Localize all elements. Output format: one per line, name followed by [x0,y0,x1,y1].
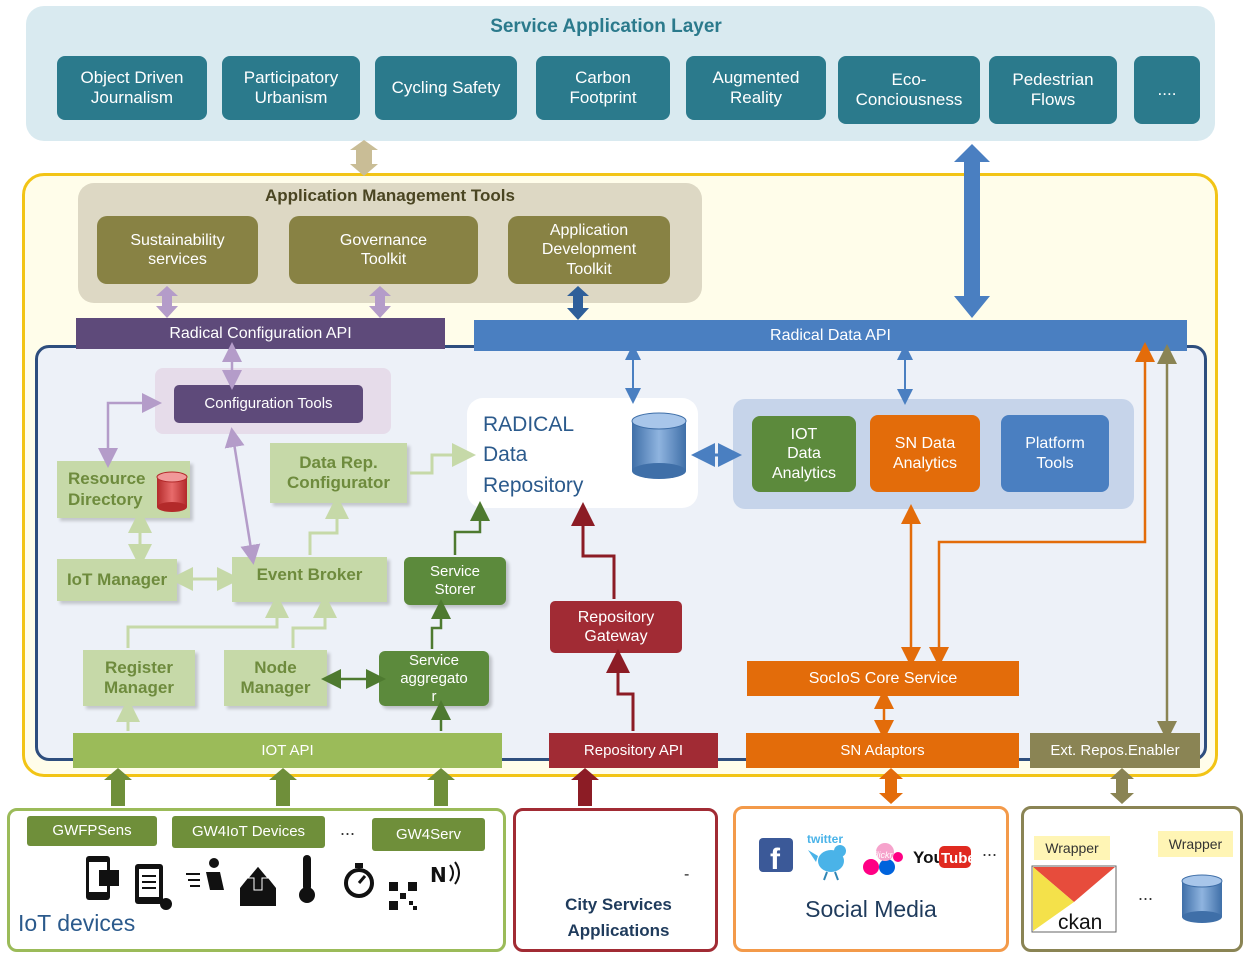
repository-gateway[interactable]: Repository Gateway [550,601,682,653]
configuration-tools[interactable]: Configuration Tools [174,385,363,423]
wrapper-ckan: Wrapper [1034,836,1110,860]
gw4serv-gateway[interactable]: GW4Serv [372,818,485,851]
node-manager[interactable]: Node Manager [224,650,327,706]
ckan-logo: ckan [1031,865,1117,934]
iot-devices-label: IoT devices [18,910,136,936]
twitter-icon: twitter [807,832,846,881]
youtube-you: You [913,848,944,867]
iot-api[interactable]: IOT API [73,733,502,768]
resource-directory-database-icon [156,471,188,512]
app-eco-conciousness[interactable]: Eco- Conciousness [838,56,980,124]
governance-toolkit[interactable]: Governance Toolkit [289,216,478,284]
app-carbon-footprint[interactable]: Carbon Footprint [536,56,670,120]
smartphone-icon [86,856,119,900]
radical-repo-label: RADICAL Data Repository [483,413,584,497]
social-media-group [733,806,1009,952]
youtube-tube: Tube [941,850,976,867]
app-object-driven-journalism[interactable]: Object Driven Journalism [57,56,207,120]
register-manager[interactable]: Register Manager [83,650,195,706]
repository-database-icon [631,412,687,479]
city-services-group [513,808,718,952]
service-storer[interactable]: Service Storer [404,557,506,605]
application-development-toolkit[interactable]: Application Development Toolkit [508,216,670,284]
app-augmented-reality[interactable]: Augmented Reality [686,56,826,120]
flickr-wordmark: flickr [874,850,893,860]
city-services-label: City Services Applications [565,895,672,940]
wrapper-repo: Wrapper [1158,831,1233,857]
ext-repos-enabler[interactable]: Ext. Repos.Enabler [1030,733,1200,768]
thermometer-icon [299,855,315,903]
repo-ellipsis: ... [1138,884,1154,904]
svg-text:N: N [430,863,447,887]
repository-api[interactable]: Repository API [549,733,718,768]
ckan-wordmark: ckan [1058,911,1102,934]
radical-configuration-api[interactable]: Radical Configuration API [76,318,445,349]
flickr-icon: flickr [863,843,903,875]
city-services-dash: - [684,866,690,883]
nfc-icon: N [430,861,460,887]
iot-data-analytics[interactable]: IOT Data Analytics [752,416,856,492]
youtube-icon: You Tube [913,846,976,868]
app-participatory-urbanism[interactable]: Participatory Urbanism [222,56,360,120]
sustainability-services[interactable]: Sustainability services [97,216,258,284]
app-pedestrian-flows[interactable]: Pedestrian Flows [989,56,1117,124]
service-data-api-arrow [954,144,990,318]
service-mgmt-arrow [350,140,378,176]
external-repo-database-icon [1181,874,1223,923]
stopwatch-icon [344,863,374,898]
social-media-ellipsis: ... [982,840,998,860]
moving-person-icon [186,858,224,890]
qr-code-icon [389,882,417,910]
svg-text:f: f [770,843,781,876]
gw4iot-devices-gateway[interactable]: GW4IoT Devices [172,816,325,848]
twitter-wordmark: twitter [807,832,843,846]
data-rep-configurator[interactable]: Data Rep. Configurator [270,443,407,503]
app-management-title: Application Management Tools [265,186,515,205]
upload-inbox-icon [240,865,276,906]
tablet-form-icon [135,864,172,910]
social-media-label: Social Media [805,896,937,922]
service-layer-title: Service Application Layer [490,16,722,37]
app-more[interactable]: .... [1134,56,1200,124]
gateway-ellipsis: ... [340,819,356,839]
app-cycling-safety[interactable]: Cycling Safety [375,56,517,120]
service-aggregator[interactable]: Service aggregato r [379,651,489,706]
iot-manager[interactable]: IoT Manager [57,559,177,601]
gwfpsens-gateway[interactable]: GWFPSens [27,816,157,846]
facebook-icon: f [759,838,793,876]
